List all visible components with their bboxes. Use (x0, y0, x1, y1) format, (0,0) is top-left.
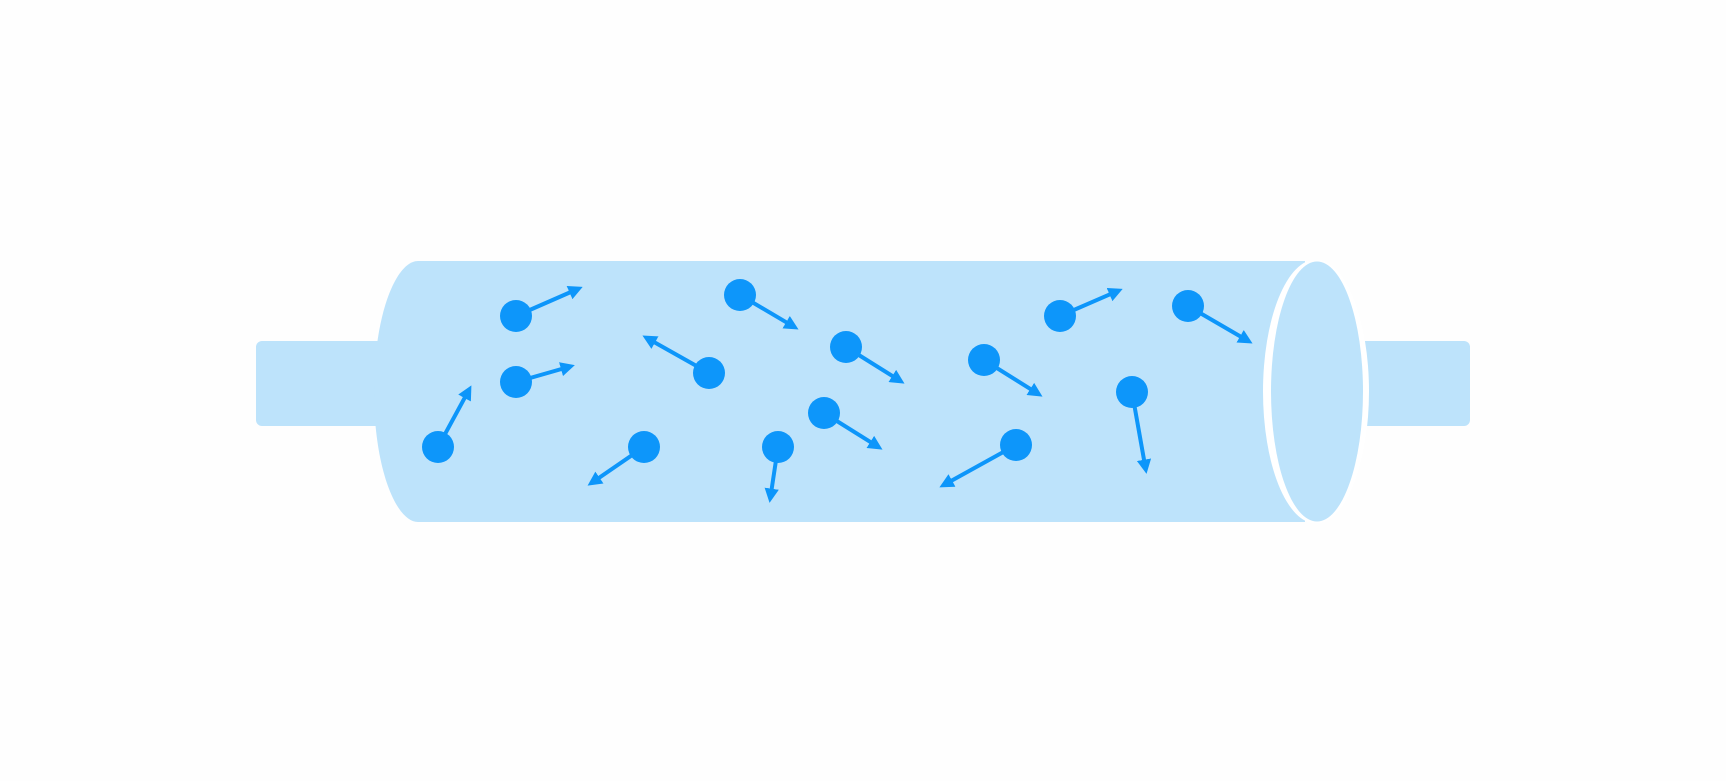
particle (939, 429, 1032, 488)
particles-group (422, 279, 1253, 503)
particle (1172, 290, 1253, 344)
particle-dot (500, 366, 532, 398)
particle-dot (628, 431, 660, 463)
particle (422, 385, 472, 463)
particle-dot (1000, 429, 1032, 461)
particle-dot (422, 431, 454, 463)
particle (762, 431, 794, 503)
particle (500, 285, 583, 332)
tube-open-end (1271, 261, 1363, 522)
particle (642, 335, 725, 389)
particle-dot (1172, 290, 1204, 322)
particle-dot (808, 397, 840, 429)
particle-dot (724, 279, 756, 311)
particle (587, 431, 660, 486)
particle-dot (1044, 300, 1076, 332)
particle-dot (968, 344, 1000, 376)
particle (830, 331, 905, 384)
particle-dot (500, 300, 532, 332)
particle (724, 279, 799, 330)
particle-dot (762, 431, 794, 463)
particle-dot (1116, 376, 1148, 408)
particle (1044, 287, 1123, 332)
particle-dot (830, 331, 862, 363)
particle-dot (693, 357, 725, 389)
particle (500, 362, 575, 398)
particle (808, 397, 883, 450)
particle (968, 344, 1043, 397)
left-pipe-stub (256, 341, 406, 426)
particle (1116, 376, 1152, 474)
